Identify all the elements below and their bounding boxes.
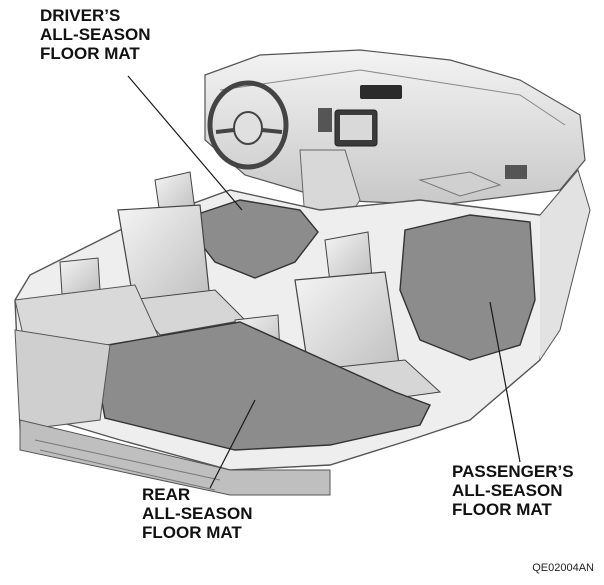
rear-mat-label-line-1: REAR — [142, 485, 191, 504]
passenger-floor-mat — [399, 214, 536, 361]
passenger-mat-label-line-2: ALL-SEASON — [452, 481, 563, 500]
passenger-mat-label: PASSENGER’S ALL-SEASON FLOOR MAT — [452, 462, 574, 519]
passenger-mat-label-line-3: FLOOR MAT — [452, 500, 552, 519]
driver-mat-label: DRIVER’S ALL-SEASON FLOOR MAT — [40, 6, 151, 63]
rear-mat-label: REAR ALL-SEASON FLOOR MAT — [142, 485, 253, 542]
dash-display — [360, 85, 402, 99]
air-vent-left — [318, 108, 332, 132]
air-vent-right — [505, 165, 527, 179]
steering-wheel — [207, 80, 289, 170]
dashboard — [204, 49, 586, 206]
rear-mat-label-line-2: ALL-SEASON — [142, 504, 253, 523]
passenger-mat-label-line-1: PASSENGER’S — [452, 462, 574, 481]
driver-mat-label-line-1: DRIVER’S — [40, 6, 121, 25]
rear-mat-label-line-3: FLOOR MAT — [142, 523, 242, 542]
driver-mat-label-line-3: FLOOR MAT — [40, 44, 140, 63]
driver-mat-label-line-2: ALL-SEASON — [40, 25, 151, 44]
cargo-sill — [14, 329, 331, 496]
passenger-leader-line — [489, 301, 521, 463]
driver-leader-line — [127, 75, 243, 211]
driver-seat — [117, 171, 247, 336]
figure-code: QE02004AN — [532, 562, 594, 574]
rear-leader-line — [209, 399, 256, 489]
